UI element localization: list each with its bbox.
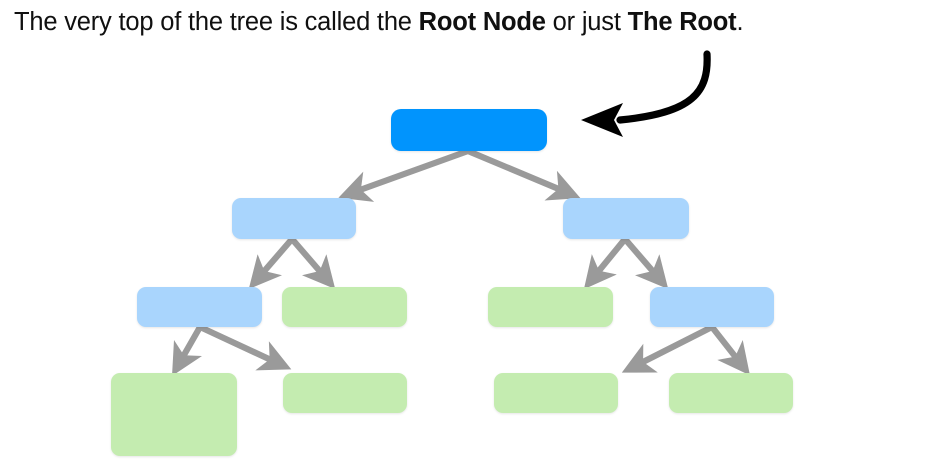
edge-n3-to-n7 [172,325,203,376]
edge-n2-to-n6 [622,236,669,290]
edge-n6-to-n10 [709,325,750,376]
tree-node-n3[interactable] [137,287,262,327]
edge-n1-to-n3 [248,236,295,290]
tree-node-root[interactable] [391,109,547,151]
tree-node-n2[interactable] [563,198,689,239]
edge-root-to-n1 [338,148,470,202]
edge-root-to-n2 [466,148,581,201]
edge-n6-to-n9 [621,324,714,373]
caption-prefix: The very top of the tree is called the [14,8,419,36]
tree-node-n4[interactable] [282,287,407,327]
edge-n1-to-n4 [289,236,336,290]
tree-node-n9[interactable] [494,373,618,413]
edge-n2-to-n5 [583,237,628,290]
tree-node-n7[interactable] [111,373,237,456]
edge-n3-to-n8 [198,324,292,371]
tree-node-n6[interactable] [650,287,774,327]
curved-pointer-arrow [581,50,711,137]
caption-bold-the-root: The Root [627,8,737,36]
caption-middle: or just [545,8,628,36]
tree-node-n8[interactable] [283,373,407,413]
page-title: The very top of the tree is called the R… [14,6,924,38]
tree-node-n5[interactable] [488,287,613,327]
caption-suffix: . [736,8,744,36]
tree-node-n1[interactable] [232,198,356,239]
tree-node-n10[interactable] [669,373,793,413]
caption-bold-root-node: Root Node [418,8,546,36]
